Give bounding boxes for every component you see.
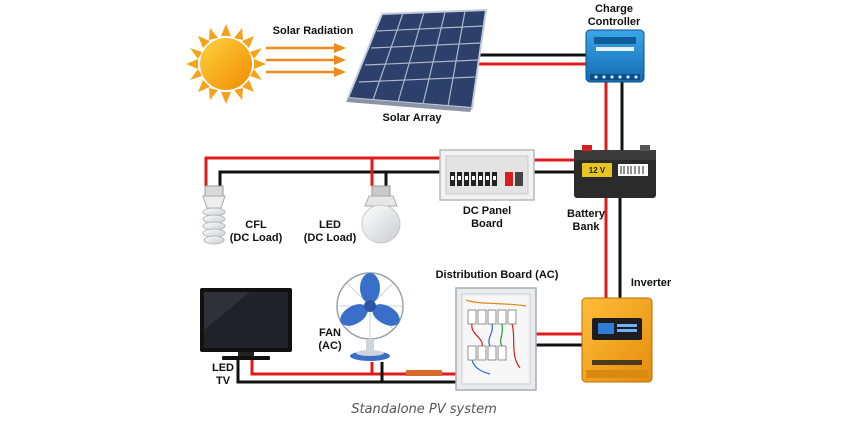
inverter-text: Inverter	[630, 277, 672, 289]
led-label: LED (DC Load)	[300, 219, 360, 245]
solar-array-icon	[346, 8, 488, 112]
cfl-line1: CFL	[245, 219, 267, 231]
wire-ac-loads-pos	[250, 356, 456, 376]
wires	[204, 53, 624, 384]
connector-block	[406, 370, 442, 376]
led-tv-line1: LED	[212, 362, 234, 374]
battery-voltage-label: 12 V	[589, 166, 606, 175]
inverter-icon	[581, 297, 653, 383]
fan-label: FAN (AC)	[308, 327, 352, 353]
radiation-arrows	[266, 43, 346, 77]
charge-controller-label: Charge Controller	[574, 3, 654, 29]
solar-array-label: Solar Array	[372, 112, 452, 125]
charge-controller-line1: Charge	[595, 3, 633, 15]
wire-dc-loads-pos	[204, 156, 440, 186]
led-bulb-icon	[361, 185, 401, 244]
led-line1: LED	[319, 219, 341, 231]
battery-icon: 12 V	[574, 145, 656, 198]
dc-panel-board-icon	[439, 149, 535, 201]
inverter-label: Inverter	[621, 277, 681, 290]
cfl-bulb-icon	[202, 185, 226, 245]
battery-bank-line1: Battery	[567, 208, 605, 220]
distribution-board-icon	[455, 287, 537, 391]
solar-array-text: Solar Array	[382, 112, 442, 124]
led-tv-label: LED TV	[206, 362, 240, 388]
dc-panel-board-label: DC Panel Board	[447, 205, 527, 231]
wire-dc-loads-neg	[218, 170, 440, 186]
fan-icon	[336, 272, 404, 361]
cfl-line2: (DC Load)	[229, 232, 283, 244]
sun-icon	[186, 24, 266, 104]
charge-controller-line2: Controller	[587, 16, 641, 28]
figure-caption: Standalone PV system	[351, 402, 497, 417]
cfl-label: CFL (DC Load)	[226, 219, 286, 245]
wire-ac-loads-neg	[236, 356, 456, 384]
battery-bank-line2: Bank	[572, 221, 600, 233]
dc-panel-board-line1: DC Panel	[462, 205, 512, 217]
battery-bank-label: Battery Bank	[556, 208, 616, 234]
led-tv-line2: TV	[215, 375, 231, 387]
solar-radiation-text: Solar Radiation	[272, 25, 354, 37]
distribution-board-label: Distribution Board (AC)	[432, 269, 562, 282]
distribution-board-text: Distribution Board (AC)	[435, 269, 559, 281]
fan-line1: FAN	[319, 327, 341, 339]
fan-line2: (AC)	[318, 340, 342, 352]
charge-controller-icon	[585, 29, 645, 83]
dc-panel-board-line2: Board	[471, 218, 503, 230]
led-line2: (DC Load)	[303, 232, 357, 244]
solar-radiation-label: Solar Radiation	[268, 25, 358, 38]
led-tv-icon	[200, 288, 292, 360]
